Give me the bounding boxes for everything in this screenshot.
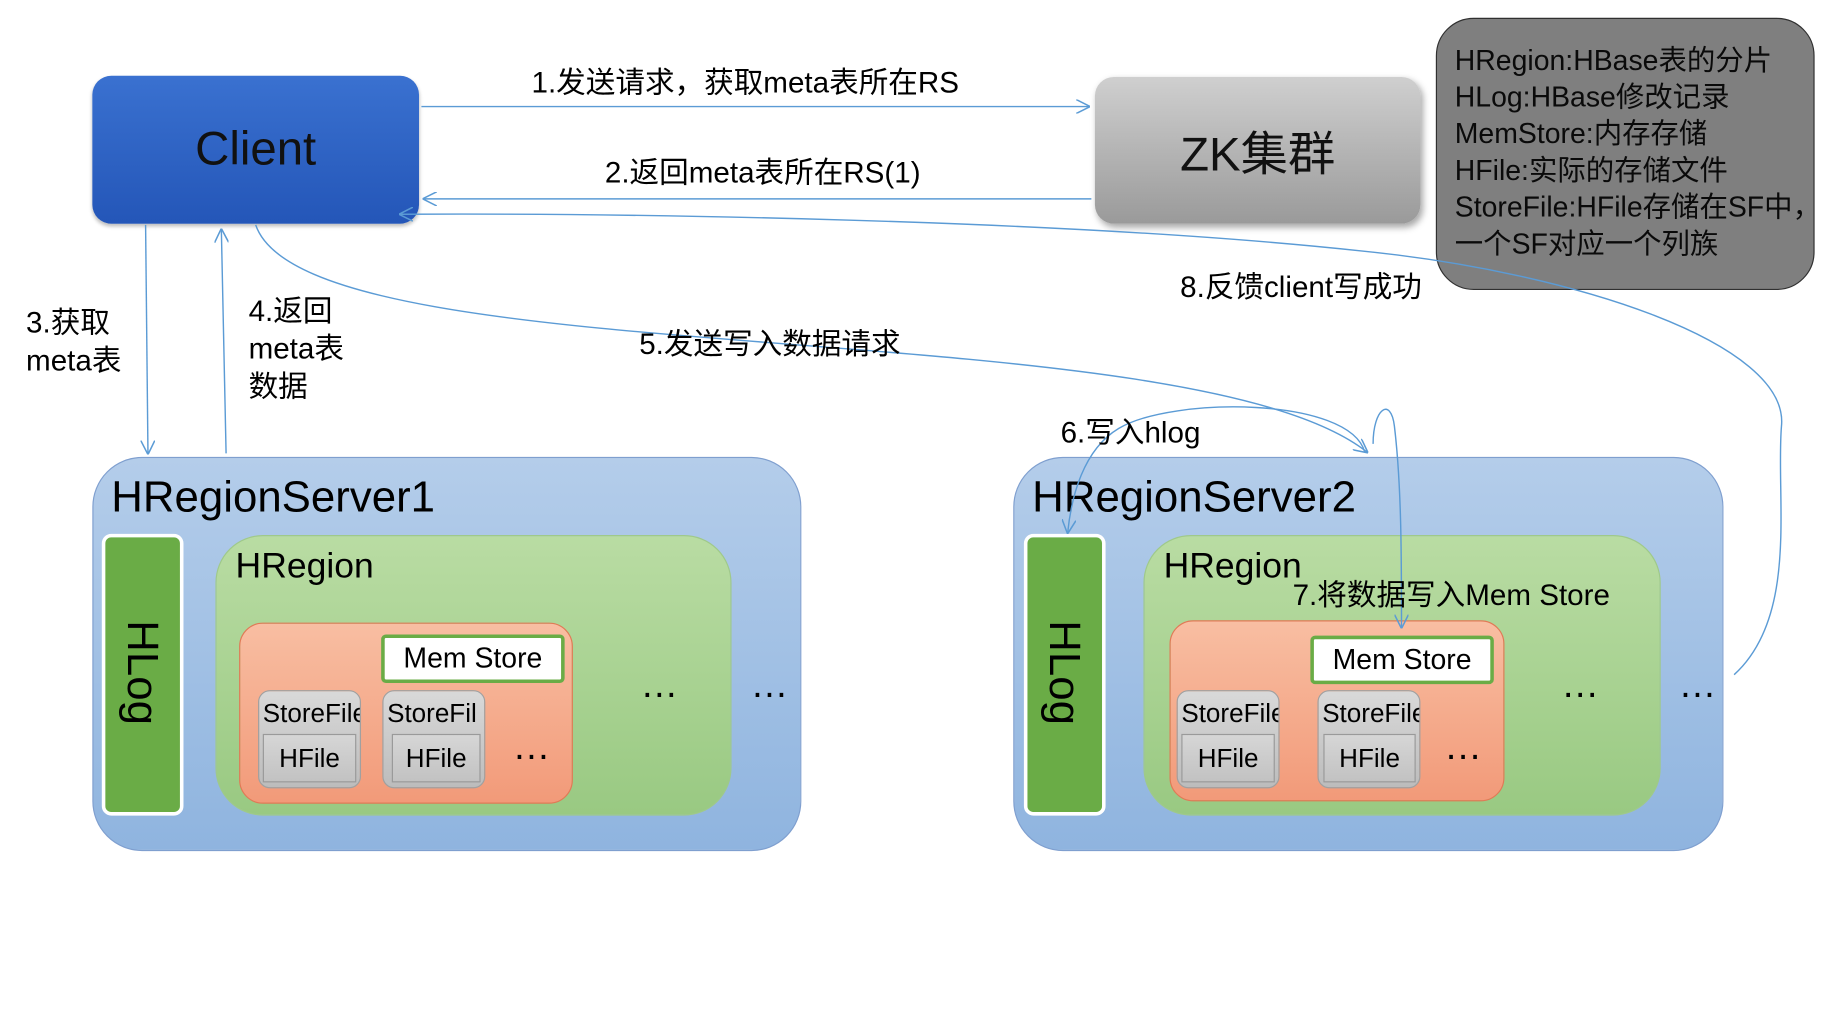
- step3-label: 3.获取 meta表: [26, 304, 121, 380]
- hlog-1-label: HLog: [118, 620, 167, 725]
- step2-label: 2.返回meta表所在RS(1): [604, 156, 921, 190]
- hregion-2-ellipsis: …: [1561, 662, 1601, 706]
- store-2-ellipsis: …: [1444, 724, 1484, 768]
- step7-label: 7.将数据写入Mem Store: [1292, 578, 1610, 612]
- storefile-label: StoreFile: [1181, 698, 1280, 728]
- hfile-2a[interactable]: HFile: [1181, 733, 1275, 783]
- step4-line: 4.返回: [248, 294, 333, 328]
- hfile-1b[interactable]: HFile: [391, 733, 481, 783]
- store-1-ellipsis: …: [512, 724, 552, 768]
- region-server-2-title: HRegionServer2: [1032, 472, 1356, 521]
- arrow-step3: [146, 224, 148, 453]
- client-node[interactable]: Client: [92, 75, 420, 224]
- hregion-1-ellipsis: …: [640, 662, 680, 706]
- legend-line: HFile:实际的存储文件: [1454, 155, 1728, 188]
- step1-label: 1.发送请求，获取meta表所在RS: [531, 66, 960, 100]
- hregion-2-title: HRegion: [1163, 546, 1302, 586]
- server-2-ellipsis: …: [1678, 662, 1718, 706]
- storefile-2b[interactable]: StoreFile HFile: [1317, 690, 1421, 789]
- storefile-2a[interactable]: StoreFile HFile: [1176, 690, 1280, 789]
- arrow-step4: [221, 230, 226, 454]
- step6-label: 6.写入hlog: [1060, 416, 1201, 450]
- hlog-2-label: HLog: [1040, 620, 1090, 725]
- storefile-1b[interactable]: StoreFil HFile: [382, 690, 486, 789]
- hfile-2b[interactable]: HFile: [1323, 733, 1416, 783]
- step3-line: 3.获取: [26, 306, 110, 340]
- memstore-1[interactable]: Mem Store: [381, 634, 565, 683]
- storefile-label: StoreFile: [262, 698, 362, 728]
- step8-label: 8.反馈client写成功: [1180, 271, 1422, 305]
- hlog-1[interactable]: [101, 533, 184, 816]
- hfile-1a[interactable]: HFile: [262, 733, 357, 783]
- step3-line: meta表: [26, 344, 122, 378]
- legend-box: HRegion:HBase表的分片 HLog:HBase修改记录 MemStor…: [1435, 17, 1821, 291]
- step4-line: meta表: [248, 332, 344, 366]
- region-server-1-title: HRegionServer1: [111, 472, 436, 521]
- storefile-1a[interactable]: StoreFile HFile: [258, 690, 362, 789]
- zk-cluster-node[interactable]: ZK集群: [1094, 76, 1421, 224]
- step5-label: 5.发送写入数据请求: [639, 327, 901, 362]
- step4-label: 4.返回 meta表 数据: [249, 292, 344, 406]
- storefile-label: StoreFile: [1322, 698, 1421, 728]
- legend-line: 一个SF对应一个列族: [1454, 228, 1719, 261]
- server-1-ellipsis: …: [750, 662, 790, 706]
- memstore-2[interactable]: Mem Store: [1310, 635, 1494, 685]
- hregion-1-title: HRegion: [235, 546, 374, 586]
- legend-line: HLog:HBase修改记录: [1454, 81, 1730, 114]
- legend-line: MemStore:内存存储: [1454, 118, 1708, 151]
- legend-line: StoreFile:HFile存储在SF中，: [1454, 191, 1821, 224]
- storefile-label: StoreFil: [387, 698, 477, 728]
- step4-line: 数据: [248, 370, 308, 404]
- legend-line: HRegion:HBase表的分片: [1454, 44, 1773, 77]
